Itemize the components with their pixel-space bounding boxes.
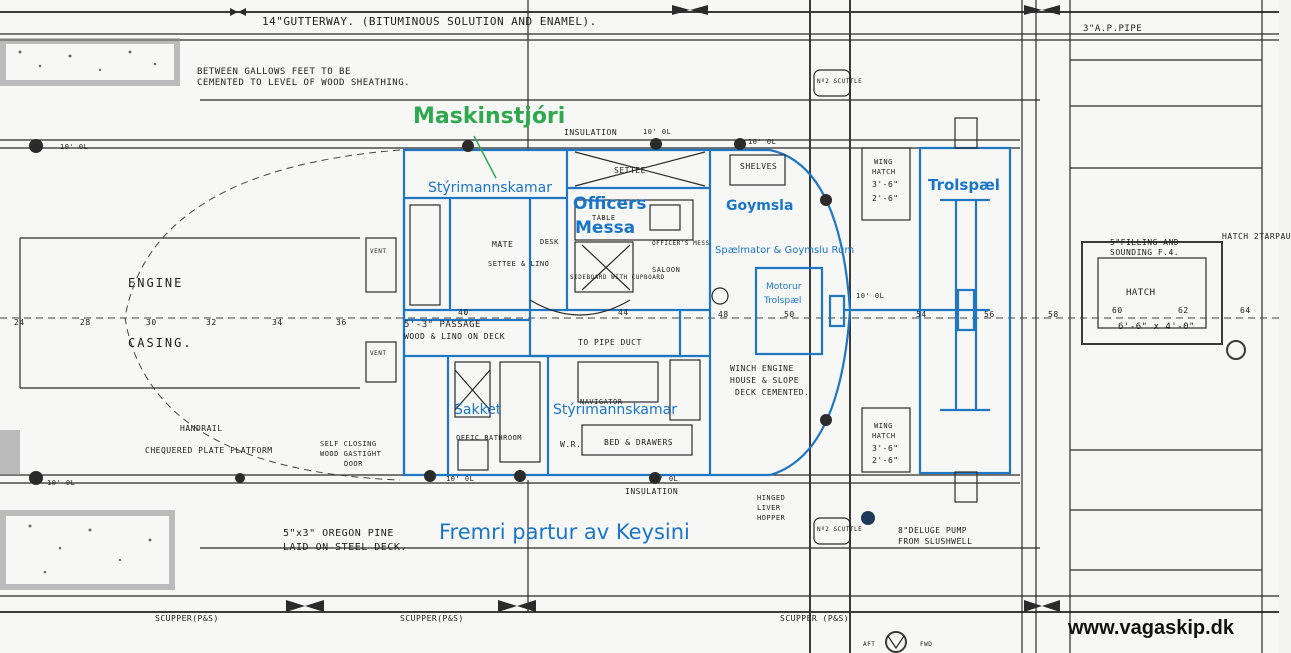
scupper-label-3: SCUPPER (P&S) bbox=[780, 614, 850, 623]
winch-engine-note-2: HOUSE & SLOPE bbox=[730, 376, 800, 385]
oregon-pine-note-2: LAID ON STEEL DECK. bbox=[283, 542, 407, 553]
wing-hatch-1-d: 2'-6" bbox=[872, 194, 899, 203]
aft-label: AFT bbox=[863, 641, 876, 648]
deluge-pump-note-2: FROM SLUSHWELL bbox=[898, 537, 973, 546]
wing-hatch-2-a: WING bbox=[874, 422, 893, 430]
frame-10-bottom-mid: 10' 0L bbox=[446, 475, 475, 483]
scuttle-label-2: Nº2 SCUTTLE bbox=[817, 526, 863, 533]
pipe-duct-note: TO PIPE DUCT bbox=[578, 338, 642, 347]
ap-pipe-note: 3"A.P.PIPE bbox=[1083, 24, 1143, 34]
between-gallows-note-2: CEMENTED TO LEVEL OF WOOD SHEATHING. bbox=[197, 78, 411, 88]
wing-hatch-2-d: 2'-6" bbox=[872, 456, 899, 465]
filling-note-1: 5"FILLING AND bbox=[1110, 238, 1180, 247]
settee-lino-label: SETTEE & LINO bbox=[488, 260, 550, 268]
insulation-top-label: INSULATION bbox=[564, 128, 618, 137]
frame-10-shaft: 10' 0L bbox=[856, 292, 885, 300]
hinged-hopper-note-3: HOPPER bbox=[757, 514, 786, 522]
winch-engine-note-3: DECK CEMENTED. bbox=[735, 388, 810, 397]
frame-10-bottom-left: 10' 0L bbox=[47, 479, 76, 487]
insulation-bottom-label: INSULATION bbox=[625, 487, 679, 496]
wr-label: W.R. bbox=[560, 440, 582, 449]
self-closing-note-2: WOOD GASTIGHT bbox=[320, 450, 382, 458]
passage-note-1: 5'-3" PASSAGE bbox=[404, 320, 481, 330]
hatch-tarpaulin-label: HATCH 2TARPAU bbox=[1222, 232, 1291, 241]
filling-note-2: SOUNDING F.4. bbox=[1110, 248, 1180, 257]
frame-number: 32 bbox=[206, 318, 217, 327]
wing-hatch-1-c: 3'-6" bbox=[872, 180, 899, 189]
frame-number: 64 bbox=[1240, 306, 1251, 315]
frame-number: 50 bbox=[784, 310, 795, 319]
hinged-hopper-note-2: LIVER bbox=[757, 504, 781, 512]
frame-number: 62 bbox=[1178, 306, 1189, 315]
frame-number: 44 bbox=[618, 308, 629, 317]
scupper-label-1: SCUPPER(P&S) bbox=[155, 614, 219, 623]
fwd-label: FWD bbox=[920, 641, 933, 648]
vent-label-1: VENT bbox=[370, 248, 387, 255]
oregon-pine-note-1: 5"x3" OREGON PINE bbox=[283, 528, 394, 539]
goymsla-label: Goymsla bbox=[726, 198, 794, 214]
frame-number: 54 bbox=[916, 310, 927, 319]
offic-bathroom-label: OFFIC BATHROOM bbox=[456, 434, 523, 442]
watermark: www.vagaskip.dk bbox=[1068, 617, 1234, 639]
frame-10-bottom-right: 10' 0L bbox=[650, 475, 679, 483]
frame-number: 24 bbox=[14, 318, 25, 327]
motorur-trolspael-label: Trolspæl bbox=[764, 296, 802, 306]
wing-hatch-1-a: WING bbox=[874, 158, 893, 166]
hinged-hopper-note-1: HINGED bbox=[757, 494, 786, 502]
spaelmator-label: Spælmator & Goymslu Rúm bbox=[715, 245, 855, 256]
passage-note-2: WOOD & LINO ON DECK bbox=[404, 332, 506, 341]
mate-label: MATE bbox=[492, 240, 514, 249]
frame-10-top-right: 10' 0L bbox=[748, 138, 777, 146]
frame-number: 34 bbox=[272, 318, 283, 327]
messa-label: Messa bbox=[575, 218, 636, 238]
motorur-label: Motorur bbox=[766, 282, 802, 292]
winch-engine-note-1: WINCH ENGINE bbox=[730, 364, 794, 373]
desk-label: DESK bbox=[540, 238, 559, 246]
chequered-plate-label: CHEQUERED PLATE PLATFORM bbox=[145, 446, 273, 455]
frame-number: 36 bbox=[336, 318, 347, 327]
frame-10-top-left: 10' 0L bbox=[60, 143, 89, 151]
frame-number: 60 bbox=[1112, 306, 1123, 315]
sakket-label: Sakket bbox=[454, 402, 502, 418]
settee-label: SETTEE bbox=[614, 166, 646, 175]
self-closing-note-1: SELF CLOSING bbox=[320, 440, 377, 448]
frame-number: 40 bbox=[458, 308, 469, 317]
trolspael-label: Trolspæl bbox=[928, 176, 1000, 194]
hatch-label: HATCH bbox=[1126, 288, 1156, 298]
frame-10-top-mid: 10' 0L bbox=[643, 128, 672, 136]
frame-number: 58 bbox=[1048, 310, 1059, 319]
shelves-label: SHELVES bbox=[740, 162, 778, 171]
casing-label: CASING. bbox=[128, 336, 193, 350]
frame-number: 28 bbox=[80, 318, 91, 327]
saloon-label: SALOON bbox=[652, 266, 681, 274]
overlay-title: Fremri partur av Keysini bbox=[439, 520, 690, 544]
styrimannskamar-bottom-label: Stýrimannskamar bbox=[553, 402, 677, 418]
bed-drawers-label: BED & DRAWERS bbox=[604, 438, 674, 447]
wing-hatch-2-c: 3'-6" bbox=[872, 444, 899, 453]
sideboard-label: SIDEBOARD WITH CUPBOARD bbox=[570, 274, 665, 281]
styrimannskamar-top-label: Stýrimannskamar bbox=[428, 180, 552, 196]
engine-label: ENGINE bbox=[128, 276, 184, 290]
maskinstjori-label: Maskinstjóri bbox=[413, 104, 566, 129]
frame-number: 30 bbox=[146, 318, 157, 327]
frame-number: 48 bbox=[718, 310, 729, 319]
navigator-label: NAVIGATOR bbox=[580, 398, 623, 406]
vent-label-2: VENT bbox=[370, 350, 387, 357]
scupper-label-2: SCUPPER(P&S) bbox=[400, 614, 464, 623]
gutterway-note: 14"GUTTERWAY. (BITUMINOUS SOLUTION AND E… bbox=[262, 15, 597, 28]
table-label: TABLE bbox=[592, 214, 616, 222]
frame-number: 56 bbox=[984, 310, 995, 319]
handrail-label: HANDRAIL bbox=[180, 424, 223, 433]
officers-label: Officers bbox=[573, 194, 647, 214]
officers-mess-label: OFFICER'S MESS bbox=[652, 240, 710, 247]
self-closing-note-3: DOOR bbox=[344, 460, 363, 468]
wing-hatch-2-b: HATCH bbox=[872, 432, 896, 440]
between-gallows-note-1: BETWEEN GALLOWS FEET TO BE bbox=[197, 67, 351, 77]
deluge-pump-note-1: 8"DELUGE PUMP bbox=[898, 526, 968, 535]
scuttle-label-1: Nº2 SCUTTLE bbox=[817, 78, 863, 85]
wing-hatch-1-b: HATCH bbox=[872, 168, 896, 176]
hatch-size-label: 6'-6" x 4'-0" bbox=[1118, 322, 1195, 332]
